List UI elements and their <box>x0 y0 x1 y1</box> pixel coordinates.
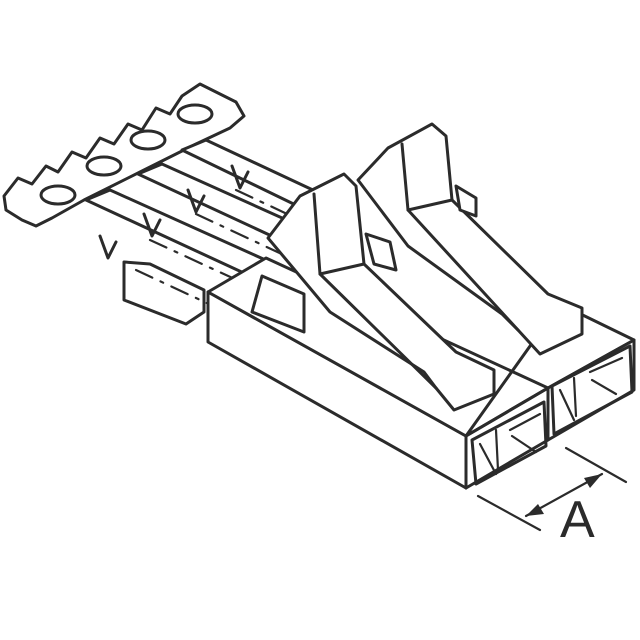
latch-left <box>266 172 496 412</box>
dimension-arrow <box>476 446 628 532</box>
carrier-strip <box>2 82 246 228</box>
dimension-label: A <box>560 491 595 549</box>
cavity-openings <box>470 344 634 486</box>
latch-right <box>356 122 584 356</box>
